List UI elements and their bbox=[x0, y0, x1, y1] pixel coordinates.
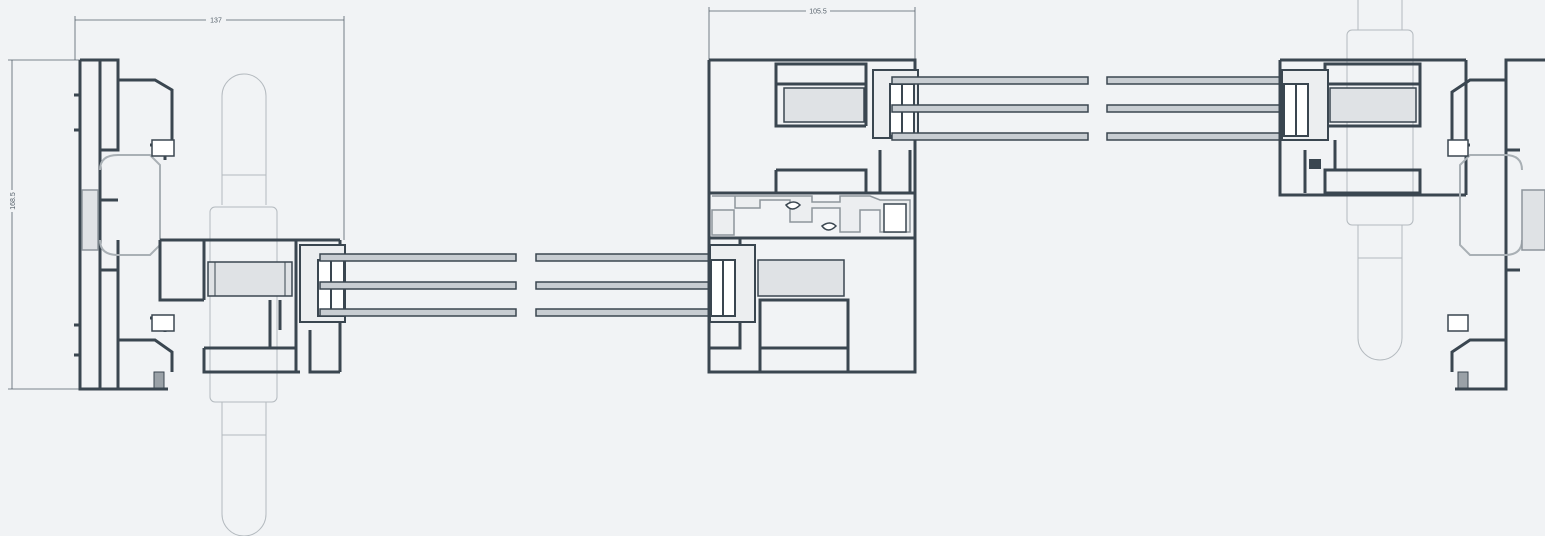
left-handle bbox=[209, 73, 278, 536]
dimension-label-168-5: 168.5 bbox=[10, 192, 17, 210]
right-glazing-bead bbox=[1281, 69, 1329, 169]
left-frame-thermal-break bbox=[81, 139, 175, 389]
right-sash-insulation bbox=[1329, 87, 1417, 123]
dimension-label-bg bbox=[8, 190, 16, 212]
center-thermal-break bbox=[711, 195, 911, 236]
left-glass-panes bbox=[319, 253, 727, 317]
dimension-label-105-5: 105.5 bbox=[809, 9, 827, 16]
upper-glass-panes bbox=[891, 76, 1304, 141]
right-frame-thermal-break bbox=[1447, 139, 1545, 389]
right-handle bbox=[1346, 0, 1414, 361]
dimension-label-137: 137 bbox=[210, 18, 222, 25]
center-glazing-beads bbox=[709, 69, 919, 323]
left-sash-insulation bbox=[207, 261, 293, 297]
dimension-lines bbox=[8, 7, 916, 390]
dimension-label-bg bbox=[806, 7, 830, 15]
center-sash-insulation bbox=[757, 87, 865, 297]
dimension-label-bg bbox=[206, 16, 226, 24]
